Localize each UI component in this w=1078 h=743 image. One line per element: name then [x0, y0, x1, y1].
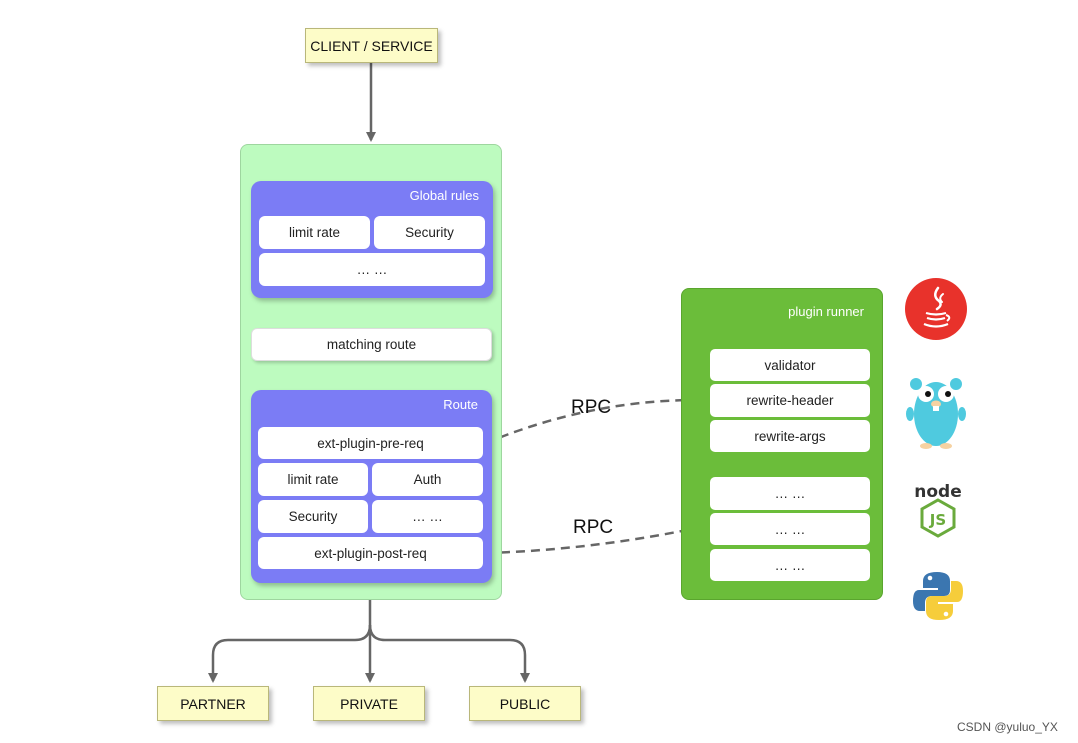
runner-more-1: … … [710, 477, 870, 510]
route-security-label: Security [288, 509, 338, 524]
runner-rewrite-header: rewrite-header [710, 384, 870, 417]
nodejs-icon: node JS [914, 482, 962, 538]
global-rule-security: Security [374, 216, 485, 249]
rpc-label-1: RPC [571, 397, 612, 418]
svg-text:node: node [914, 482, 961, 502]
runner-more-2: … … [710, 513, 870, 545]
matching-route-box: matching route [251, 328, 492, 361]
route-security: Security [258, 500, 368, 533]
destination-public-label: PUBLIC [499, 695, 551, 712]
destination-public-box: PUBLIC [469, 686, 581, 721]
global-rules-title: Global rules [409, 188, 479, 203]
egress-arrows [208, 600, 530, 683]
global-rule-limit-rate: limit rate [259, 216, 370, 249]
global-rule-limit-rate-label: limit rate [288, 225, 340, 240]
route-more-label: … … [412, 509, 443, 524]
global-rule-security-label: Security [405, 225, 454, 240]
route-more: … … [372, 500, 483, 533]
client-service-box: CLIENT / SERVICE [305, 28, 438, 63]
runner-rewrite-header-label: rewrite-header [746, 393, 834, 408]
runner-rewrite-args-label: rewrite-args [754, 428, 826, 444]
runner-validator-label: validator [764, 357, 816, 373]
go-gopher-icon [906, 378, 966, 449]
global-rule-more: … … [259, 253, 485, 286]
runner-validator: validator [710, 349, 870, 381]
route-pre-req: ext-plugin-pre-req [258, 427, 483, 459]
java-icon [905, 278, 967, 340]
runner-more-3-label: … … [774, 557, 806, 573]
python-icon [913, 572, 963, 620]
route-limit-rate-label: limit rate [287, 472, 339, 487]
runner-more-3: … … [710, 549, 870, 581]
destination-private-box: PRIVATE [313, 686, 425, 721]
route-post-req-label: ext-plugin-post-req [314, 545, 427, 561]
route-title: Route [443, 397, 478, 412]
route-pre-req-label: ext-plugin-pre-req [317, 435, 424, 451]
rpc-arrow-1 [476, 395, 699, 451]
runner-more-1-label: … … [774, 486, 806, 501]
runner-more-2-label: … … [774, 521, 806, 537]
svg-text:JS: JS [929, 511, 946, 529]
runner-rewrite-args: rewrite-args [710, 420, 870, 452]
client-service-label: CLIENT / SERVICE [310, 37, 433, 54]
route-limit-rate: limit rate [258, 463, 368, 496]
destination-partner-label: PARTNER [180, 695, 246, 712]
rpc-arrow-2 [477, 524, 699, 559]
route-auth-label: Auth [413, 472, 442, 487]
destination-private-label: PRIVATE [340, 695, 398, 712]
rpc-label-2: RPC [573, 517, 614, 538]
route-auth: Auth [372, 463, 483, 496]
route-post-req: ext-plugin-post-req [258, 537, 483, 569]
destination-partner-box: PARTNER [157, 686, 269, 721]
global-rule-more-label: … … [356, 262, 388, 277]
watermark: CSDN @yuluo_YX [957, 720, 1058, 734]
matching-route-label: matching route [326, 337, 417, 352]
plugin-runner-title: plugin runner [788, 304, 864, 319]
